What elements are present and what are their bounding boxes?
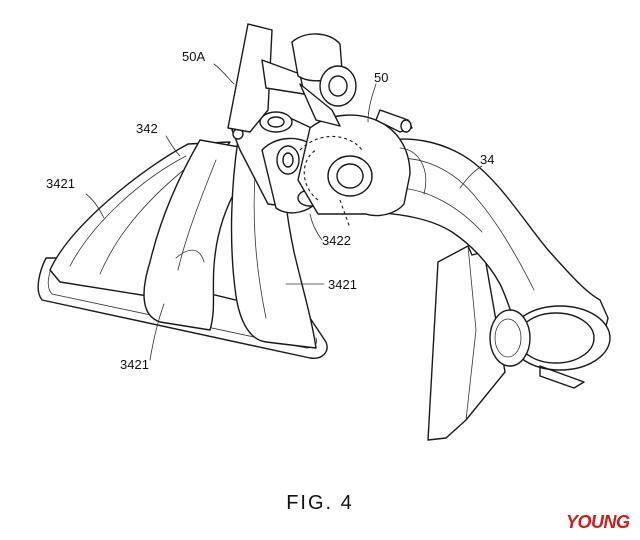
watermark-logo: YOUNG bbox=[566, 512, 630, 532]
mounting-bracket bbox=[427, 245, 506, 441]
label-50A: 50A bbox=[182, 49, 206, 64]
leader-lines bbox=[85, 63, 483, 361]
figure-caption: FIG. 4 bbox=[286, 492, 354, 514]
label-342: 342 bbox=[136, 121, 158, 136]
runner-middle bbox=[143, 139, 257, 331]
valve-housing bbox=[297, 114, 427, 229]
label-3421-left: 3421 bbox=[46, 176, 75, 191]
label-3421-right: 3421 bbox=[328, 277, 357, 292]
label-3422: 3422 bbox=[322, 233, 351, 248]
exhaust-pipe bbox=[359, 138, 611, 389]
label-34: 34 bbox=[480, 152, 495, 167]
label-3421-bottom: 3421 bbox=[120, 357, 149, 372]
label-50: 50 bbox=[374, 70, 389, 85]
actuator-assembly bbox=[227, 23, 413, 133]
